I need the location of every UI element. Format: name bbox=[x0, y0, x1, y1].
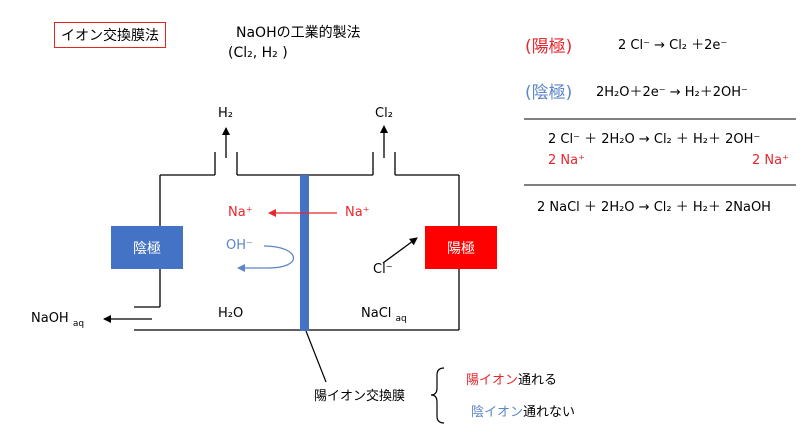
method-title: イオン交換膜法 bbox=[54, 22, 166, 48]
na-ion-right: Na⁺ bbox=[345, 205, 370, 220]
cation-text: 陽イオン bbox=[466, 373, 519, 388]
spectator-right: 2 Na⁺ bbox=[752, 153, 789, 168]
oh-ion-label: OH⁻ bbox=[226, 238, 253, 253]
anode-electrode: 陽極 bbox=[425, 226, 497, 269]
spectator-left: 2 Na⁺ bbox=[548, 153, 585, 168]
water-label: H₂O bbox=[218, 306, 244, 321]
naoh-aq-subscript: aq bbox=[72, 319, 85, 329]
page-title: NaOHの工業的製法 bbox=[236, 25, 361, 41]
cl-ion-label: Cl⁻ bbox=[373, 262, 393, 277]
naoh-label: NaOH aq bbox=[31, 311, 85, 329]
oh-blocked-arrow bbox=[237, 245, 295, 272]
brace bbox=[430, 367, 445, 424]
overall-equation: 2 NaCl ＋ 2H₂O → Cl₂ ＋ H₂＋ 2NaOH bbox=[537, 200, 771, 215]
anode-text: 陽極 bbox=[447, 240, 475, 257]
cation-passes-note: 陽イオン通れる bbox=[466, 369, 557, 388]
passes-suffix: 通れる bbox=[518, 373, 558, 388]
h2-label: H₂ bbox=[218, 106, 233, 121]
cathode-equation: 2H₂O＋2e⁻ → H₂＋2OH⁻ bbox=[596, 85, 748, 100]
products-note: (Cl₂, H₂ ) bbox=[228, 45, 288, 61]
anode-equation: 2 Cl⁻ → Cl₂ ＋2e⁻ bbox=[618, 38, 728, 53]
cathode-label: (陰極) bbox=[525, 83, 573, 103]
naoh-text: NaOH bbox=[31, 311, 69, 326]
na-ion-left: Na⁺ bbox=[228, 205, 253, 220]
nacl-aq-subscript: aq bbox=[395, 314, 407, 324]
nacl-text: NaCl bbox=[361, 306, 392, 321]
cathode-electrode: 陰極 bbox=[111, 226, 183, 269]
sum-equation: 2 Cl⁻ ＋ 2H₂O → Cl₂ ＋ H₂＋ 2OH⁻ bbox=[548, 132, 761, 147]
anode-label: (陽極) bbox=[525, 37, 573, 57]
cathode-text: 陰極 bbox=[133, 240, 161, 257]
anion-text: 陰イオン bbox=[471, 405, 524, 420]
blocked-suffix: 通れない bbox=[523, 405, 576, 420]
ion-exchange-membrane bbox=[300, 175, 309, 331]
membrane-label: 陽イオン交換膜 bbox=[314, 389, 406, 404]
cl2-label: Cl₂ bbox=[375, 106, 393, 121]
nacl-label: NaCl aq bbox=[361, 306, 407, 324]
membrane-leader-line bbox=[305, 330, 327, 383]
cl-migration-arrow bbox=[382, 237, 418, 264]
anion-blocked-note: 陰イオン通れない bbox=[471, 401, 575, 420]
